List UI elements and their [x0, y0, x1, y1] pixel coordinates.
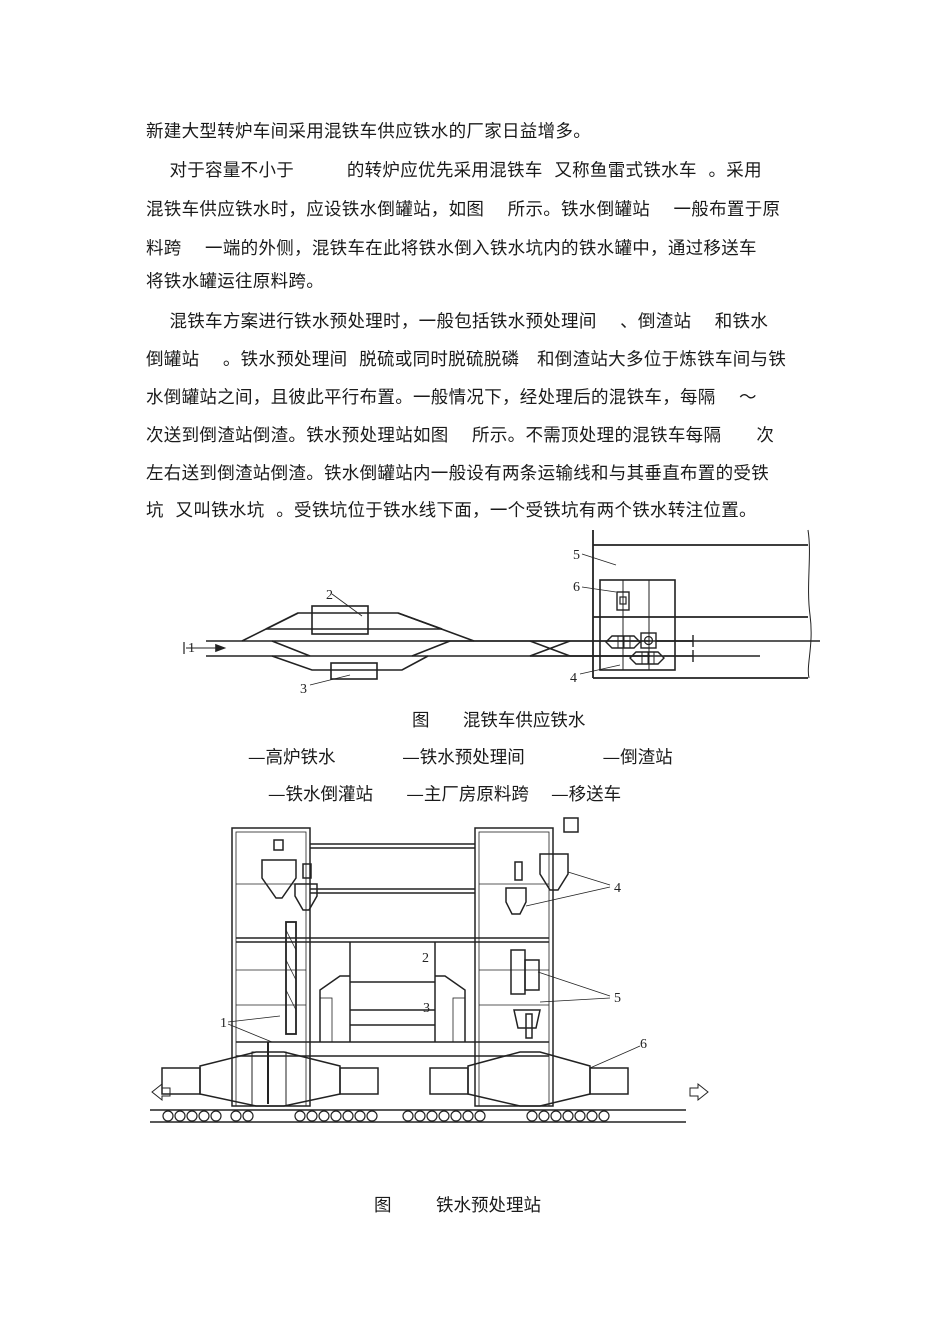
label-5: 5 [573, 548, 580, 563]
figure-pretreatment-station-diagram: 1 2 3 4 5 6 [150, 817, 709, 1123]
paragraph-line: 左右送到倒渣站倒渣。铁水倒罐站内一般设有两条运输线和与其垂直布置的受铁 [146, 464, 769, 484]
paragraph-line: 坑 又叫铁水坑 。受铁坑位于铁水线下面，一个受铁坑有两个铁水转注位置。 [146, 501, 757, 521]
paragraph-line: 料跨 一端的外侧，混铁车在此将铁水倒入铁水坑内的铁水罐中，通过移送车 [146, 239, 757, 259]
figure-hot-metal-supply-diagram: 1 2 3 4 5 6 [183, 529, 820, 697]
paragraph-line: 混铁车方案进行铁水预处理时，一般包括铁水预处理间 、倒渣站 和铁水 [146, 312, 769, 332]
label-3: 3 [423, 1001, 430, 1016]
figure1-legend-row2: —铁水倒灌站 —主厂房原料跨 —移送车 [268, 785, 622, 805]
paragraph-line: 次送到倒渣站倒渣。铁水预处理站如图 所示。不需顶处理的混铁车每隔 次 [146, 426, 775, 446]
paragraph-line: 新建大型转炉车间采用混铁车供应铁水的厂家日益增多。 [146, 122, 591, 142]
label-1: 1 [188, 641, 195, 656]
paragraph-line: 倒罐站 。铁水预处理间 脱硫或同时脱硫脱磷 和倒渣站大多位于炼铁车间与铁 [146, 350, 787, 370]
label-1: 1 [220, 1016, 227, 1031]
label-6: 6 [573, 580, 580, 595]
label-5: 5 [614, 991, 621, 1006]
label-2: 2 [326, 588, 333, 603]
paragraph-line: 水倒罐站之间，且彼此平行布置。一般情况下，经处理后的混铁车，每隔 ～ [146, 388, 757, 408]
paragraph-line: 混铁车供应铁水时，应设铁水倒罐站，如图 所示。铁水倒罐站 一般布置于原 [146, 200, 781, 220]
paragraph-line: 对于容量不小于 的转炉应优先采用混铁车 又称鱼雷式铁水车 。采用 [146, 161, 762, 181]
figure1-legend-row1: —高炉铁水 —铁水预处理间 —倒渣站 [248, 748, 673, 768]
figure2-caption: 图 铁水预处理站 [374, 1196, 542, 1216]
paragraph-line: 将铁水罐运往原料跨。 [146, 272, 324, 292]
label-6: 6 [640, 1037, 647, 1052]
label-2: 2 [422, 951, 429, 966]
label-4: 4 [614, 881, 621, 896]
figure1-caption: 图 混铁车供应铁水 [412, 711, 586, 731]
label-3: 3 [300, 682, 307, 697]
label-4: 4 [570, 671, 577, 686]
